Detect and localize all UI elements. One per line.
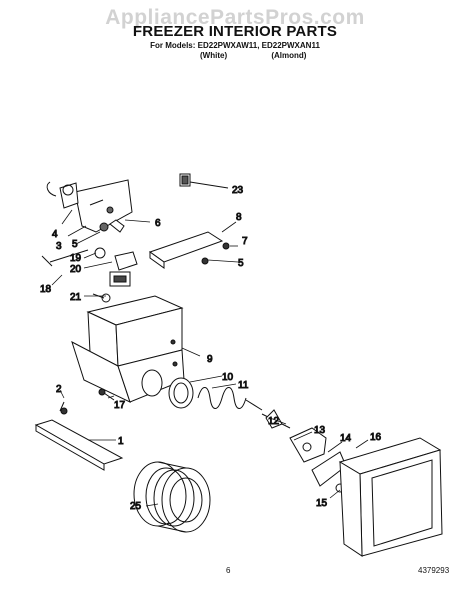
callout-7: 7	[242, 236, 248, 247]
page-title: FREEZER INTERIOR PARTS	[132, 23, 338, 40]
callout-20: 20	[70, 264, 82, 275]
part-25-crusher-drum	[133, 461, 211, 533]
callout-10: 10	[222, 372, 234, 383]
page-number: 6	[226, 566, 231, 575]
callout-18: 18	[40, 284, 52, 295]
callout-1: 1	[118, 436, 124, 447]
part-16-auger-motor	[338, 437, 443, 557]
callout-19: 19	[70, 253, 82, 264]
callout-8: 8	[236, 212, 242, 223]
part-12-coupling	[261, 409, 291, 429]
callout-25: 25	[130, 501, 142, 512]
callout-17: 17	[114, 400, 126, 411]
model-variants: (White) (Almond)	[200, 51, 328, 60]
callout-9: 9	[207, 354, 213, 365]
callout-5-upper: 5	[72, 239, 78, 250]
callout-12: 12	[268, 416, 280, 427]
part-21-switch	[92, 271, 131, 303]
callout-4: 4	[52, 229, 58, 240]
part-9-auger-housing	[71, 295, 185, 403]
callout-23: 23	[232, 185, 244, 196]
part-1-base-bracket	[34, 388, 124, 471]
callout-21: 21	[70, 292, 82, 303]
callout-11: 11	[238, 380, 249, 391]
part-13-motor-mount	[289, 427, 327, 463]
callout-16: 16	[370, 432, 382, 443]
callout-15: 15	[316, 498, 328, 509]
callout-3: 3	[56, 241, 62, 252]
document-number: 4379293	[418, 566, 450, 575]
part-23-clip	[179, 173, 229, 189]
models-line: For Models: ED22PWXAW11, ED22PWXAN11	[150, 41, 320, 50]
control-bracket-assembly	[41, 179, 138, 271]
callout-13: 13	[314, 425, 326, 436]
callout-14: 14	[340, 433, 352, 444]
callout-5-lower: 5	[238, 258, 244, 269]
part-11-auger-spring	[197, 387, 263, 411]
callout-6: 6	[155, 218, 161, 229]
part-10-auger-ring	[168, 377, 194, 409]
callout-2: 2	[56, 384, 62, 395]
leader-lines	[51, 209, 369, 507]
watermark: AppliancePartsPros.com	[105, 6, 365, 29]
part-8-cover-plate	[148, 231, 230, 269]
variant-white: (White)	[200, 51, 228, 60]
variant-almond: (Almond)	[271, 51, 307, 60]
